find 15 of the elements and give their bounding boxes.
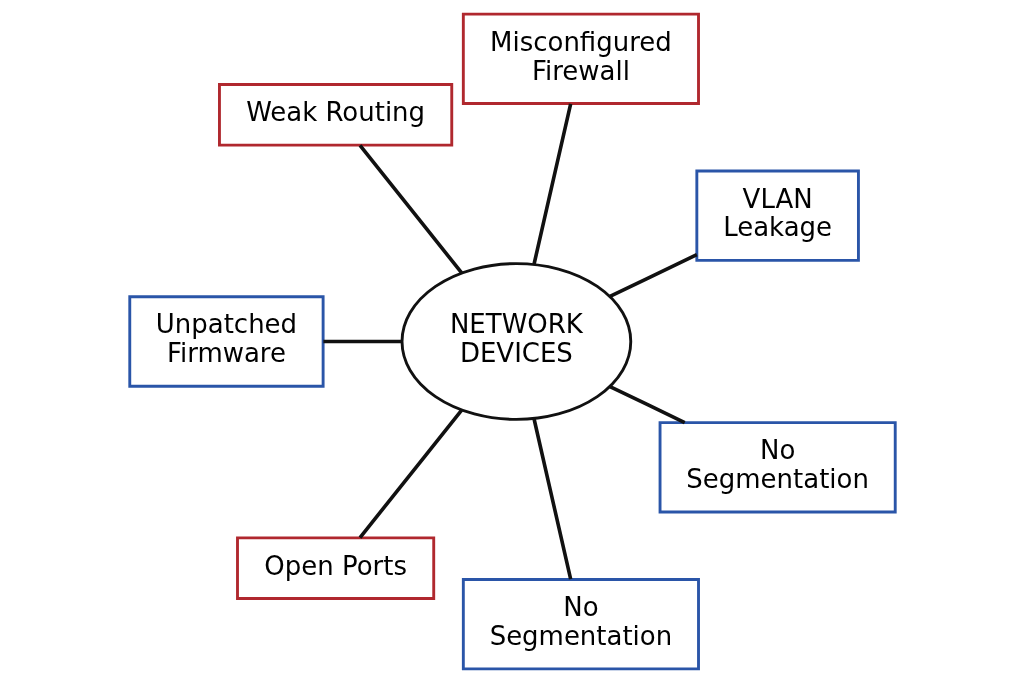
connector (358, 409, 463, 539)
node-box: Misconfigured Firewall (461, 12, 700, 105)
node-box: Open Ports (235, 536, 435, 600)
connector (322, 339, 402, 344)
connector (531, 418, 572, 580)
connector (531, 103, 572, 265)
connector (608, 253, 698, 299)
node-box: VLAN Leakage (694, 169, 860, 262)
connector (358, 144, 463, 274)
node-box: No Segmentation (461, 578, 700, 671)
node-box: Weak Routing (217, 83, 453, 147)
connector (608, 384, 685, 425)
node-ellipse: NETWORK DEVICES (400, 262, 632, 421)
node-box: No Segmentation (658, 421, 897, 514)
node-box: Unpatched Firmware (127, 295, 325, 388)
